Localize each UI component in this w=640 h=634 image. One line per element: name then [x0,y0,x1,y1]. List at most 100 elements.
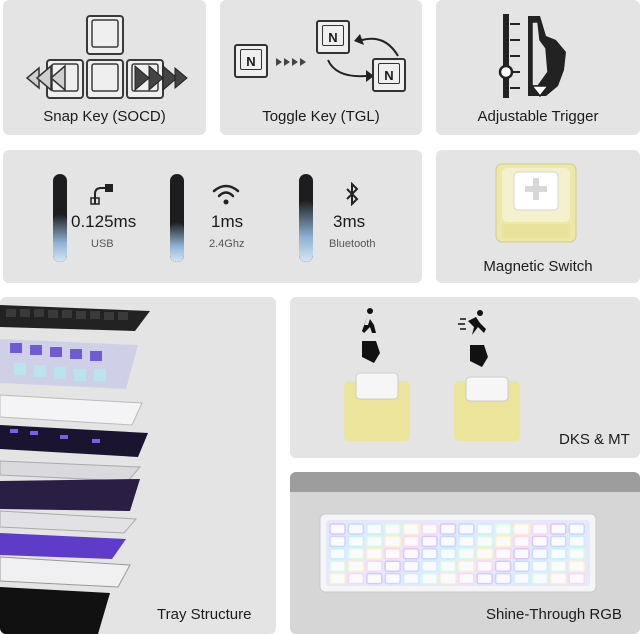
keycap [402,548,420,560]
magnetic-switch-card: Magnetic Switch [436,150,640,283]
keycap [347,548,365,560]
keycap [458,560,475,572]
wireless-latency-bar [170,174,184,262]
keycap [329,535,346,548]
keycap [402,523,420,535]
keycap [476,560,493,572]
bluetooth-latency-value: 3ms [333,212,366,231]
keycap [550,548,567,560]
keycap [458,523,475,535]
key-letter: N [384,67,394,83]
keycap [568,560,585,572]
wireless-latency-label: 2.4Ghz [209,238,245,250]
keycap [421,548,438,560]
magnetic-switch-label: Magnetic Switch [483,258,593,275]
toggle-key-card: N N N Toggle Key (TGL) [220,0,422,135]
keycap [439,548,457,560]
keycap [402,535,420,548]
keycap [366,572,383,585]
keycap [402,572,420,585]
tray-structure-card: Tray Structure [0,297,276,634]
bluetooth-latency-bar [299,174,313,262]
keycap [513,523,530,535]
bluetooth-latency-label: Bluetooth [329,238,376,250]
keycap [494,535,512,548]
trigger-switch-icon [498,14,566,98]
keycap [494,572,512,585]
keycap [421,572,438,585]
arrows-icon [276,34,399,82]
key-letter: N [328,29,338,45]
keycap [513,572,530,585]
wireless-latency-fill [170,222,184,262]
keycap [531,560,549,572]
keycap [513,560,530,572]
keycap [476,535,493,548]
keycap [476,548,493,560]
shine-through-label: Shine-Through RGB [486,606,622,623]
keycap [568,548,585,560]
tray-structure-label: Tray Structure [157,606,252,623]
keycap [476,572,493,585]
keycap [550,572,567,585]
keycap [550,535,567,548]
keycap [402,560,420,572]
keycap [550,560,567,572]
keycap [384,523,401,535]
socd-keys-icon [25,15,188,99]
keycap [550,523,567,535]
keycap [568,572,585,585]
keycap [347,523,365,535]
keycap [531,572,549,585]
keycap [439,523,457,535]
keycap [347,572,365,585]
keycap [531,535,549,548]
bluetooth-icon [346,182,359,206]
keycap [494,548,512,560]
key-letter: N [246,53,256,69]
wifi-icon [212,184,240,205]
keycap [476,523,493,535]
keycap [384,548,401,560]
keycap [439,560,457,572]
keycap [458,535,475,548]
bluetooth-latency-fill [299,200,313,262]
toggle-key-label: Toggle Key (TGL) [262,108,380,125]
keycap [366,548,383,560]
keycap [568,535,585,548]
keycap [494,560,512,572]
keycap [513,548,530,560]
keycap [513,535,530,548]
usb-latency-fill [53,213,67,262]
keycap [458,572,475,585]
shine-through-card: Shine-Through RGB [290,472,640,634]
adjustable-trigger-label: Adjustable Trigger [477,108,599,125]
latency-card: 0.125ms USB 1ms 2.4Ghz 3ms Bluetooth [3,150,422,283]
keycap [329,548,346,560]
usb-latency-bar [53,174,67,262]
dks-mt-label: DKS & MT [559,431,630,448]
exploded-keyboard-image [0,305,150,634]
keycap [439,572,457,585]
dks-switches-image [344,308,520,441]
keycap [347,560,365,572]
snap-key-label: Snap Key (SOCD) [43,108,166,125]
keycap [421,535,438,548]
keycap [366,560,383,572]
rgb-keyboard-image [290,472,640,634]
keycap [366,523,383,535]
adjustable-trigger-card: Adjustable Trigger [436,0,640,135]
usb-latency-value: 0.125ms [71,212,137,231]
keycap [384,535,401,548]
keycap [421,560,438,572]
keycap [439,535,457,548]
keycap [421,523,438,535]
keycap [329,572,346,585]
keycap [329,523,346,535]
keycap [366,535,383,548]
wireless-latency-value: 1ms [211,212,244,231]
keycap [568,523,585,535]
keycap [494,523,512,535]
key-n-bottom-icon: N [372,58,406,92]
key-n-top-icon: N [316,20,350,54]
